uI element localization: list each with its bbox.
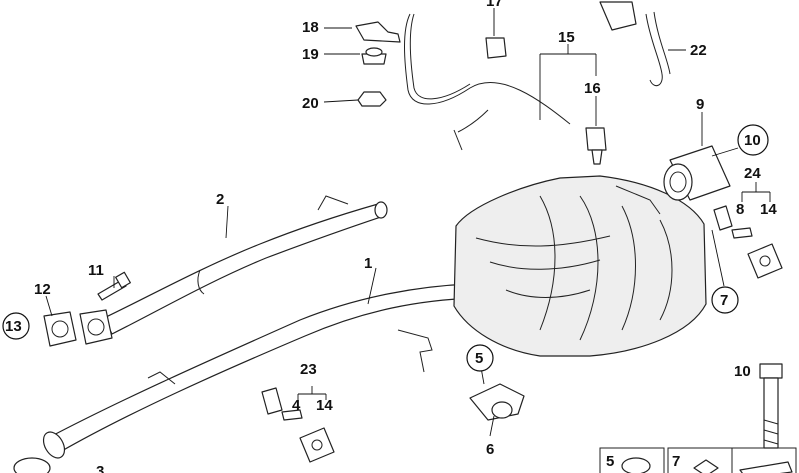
callout-13: 13 xyxy=(5,318,22,335)
callout-13-circle xyxy=(2,312,30,340)
callout-10-circle xyxy=(737,124,769,156)
callout-10-lower: 10 xyxy=(734,363,751,380)
part-18-holder xyxy=(355,21,401,43)
part-20-clip xyxy=(357,91,387,107)
part-16-valve xyxy=(585,127,607,165)
part-13-flange xyxy=(79,309,113,345)
callout-labels: 1 2 3 11 12 13 18 19 20 17 15 16 22 9 10… xyxy=(2,0,777,473)
part-2-center-pipe xyxy=(103,195,388,335)
callout-15: 15 xyxy=(558,29,575,46)
callout-9: 9 xyxy=(696,96,704,113)
callout-22: 22 xyxy=(690,42,707,59)
callout-19: 19 xyxy=(302,46,319,63)
callout-17: 17 xyxy=(486,0,503,10)
callout-11: 11 xyxy=(88,262,104,279)
part-23-bracket xyxy=(261,387,303,421)
part-3-clamp xyxy=(13,457,51,473)
part-6-hanger xyxy=(469,383,525,421)
callout-7: 7 xyxy=(720,292,728,309)
callout-3: 3 xyxy=(96,463,104,473)
part-12-gasket xyxy=(43,311,77,347)
part-11-bolt xyxy=(97,271,131,301)
part-5-detail-box xyxy=(599,447,665,473)
part-14-rubber-hanger-lower xyxy=(299,427,335,463)
callout-14-upper: 14 xyxy=(760,201,777,218)
part-15-vacuum-line xyxy=(404,13,571,151)
callout-12: 12 xyxy=(34,281,51,298)
callout-16: 16 xyxy=(584,80,601,97)
part-14-rubber-hanger-upper xyxy=(747,243,783,279)
callout-20: 20 xyxy=(302,95,319,112)
callout-23: 23 xyxy=(300,361,317,378)
callout-2: 2 xyxy=(216,191,224,208)
callout-8: 8 xyxy=(736,201,744,218)
callout-4: 4 xyxy=(292,397,301,414)
callout-5-circle xyxy=(466,344,494,372)
callout-10: 10 xyxy=(744,132,761,149)
callout-18: 18 xyxy=(302,19,319,36)
callout-5: 5 xyxy=(475,350,483,367)
callout-14-lower: 14 xyxy=(316,397,333,414)
part-24-bracket xyxy=(713,205,753,239)
part-17-bracket xyxy=(485,8,507,59)
part-19-rubber-mount xyxy=(361,47,387,65)
callout-5-box: 5 xyxy=(606,453,614,470)
callout-6: 6 xyxy=(486,441,494,458)
leader-lines xyxy=(45,27,771,437)
callout-24: 24 xyxy=(744,165,761,182)
part-10-bolt xyxy=(759,363,783,449)
part-22-hose xyxy=(599,1,671,87)
rear-silencer xyxy=(453,175,707,357)
callout-1: 1 xyxy=(364,255,372,272)
part-9-tailpipe-trim xyxy=(663,145,731,201)
arrow-detail-box xyxy=(731,447,797,473)
callout-7-box: 7 xyxy=(672,453,680,470)
callout-7-circle xyxy=(711,286,739,314)
